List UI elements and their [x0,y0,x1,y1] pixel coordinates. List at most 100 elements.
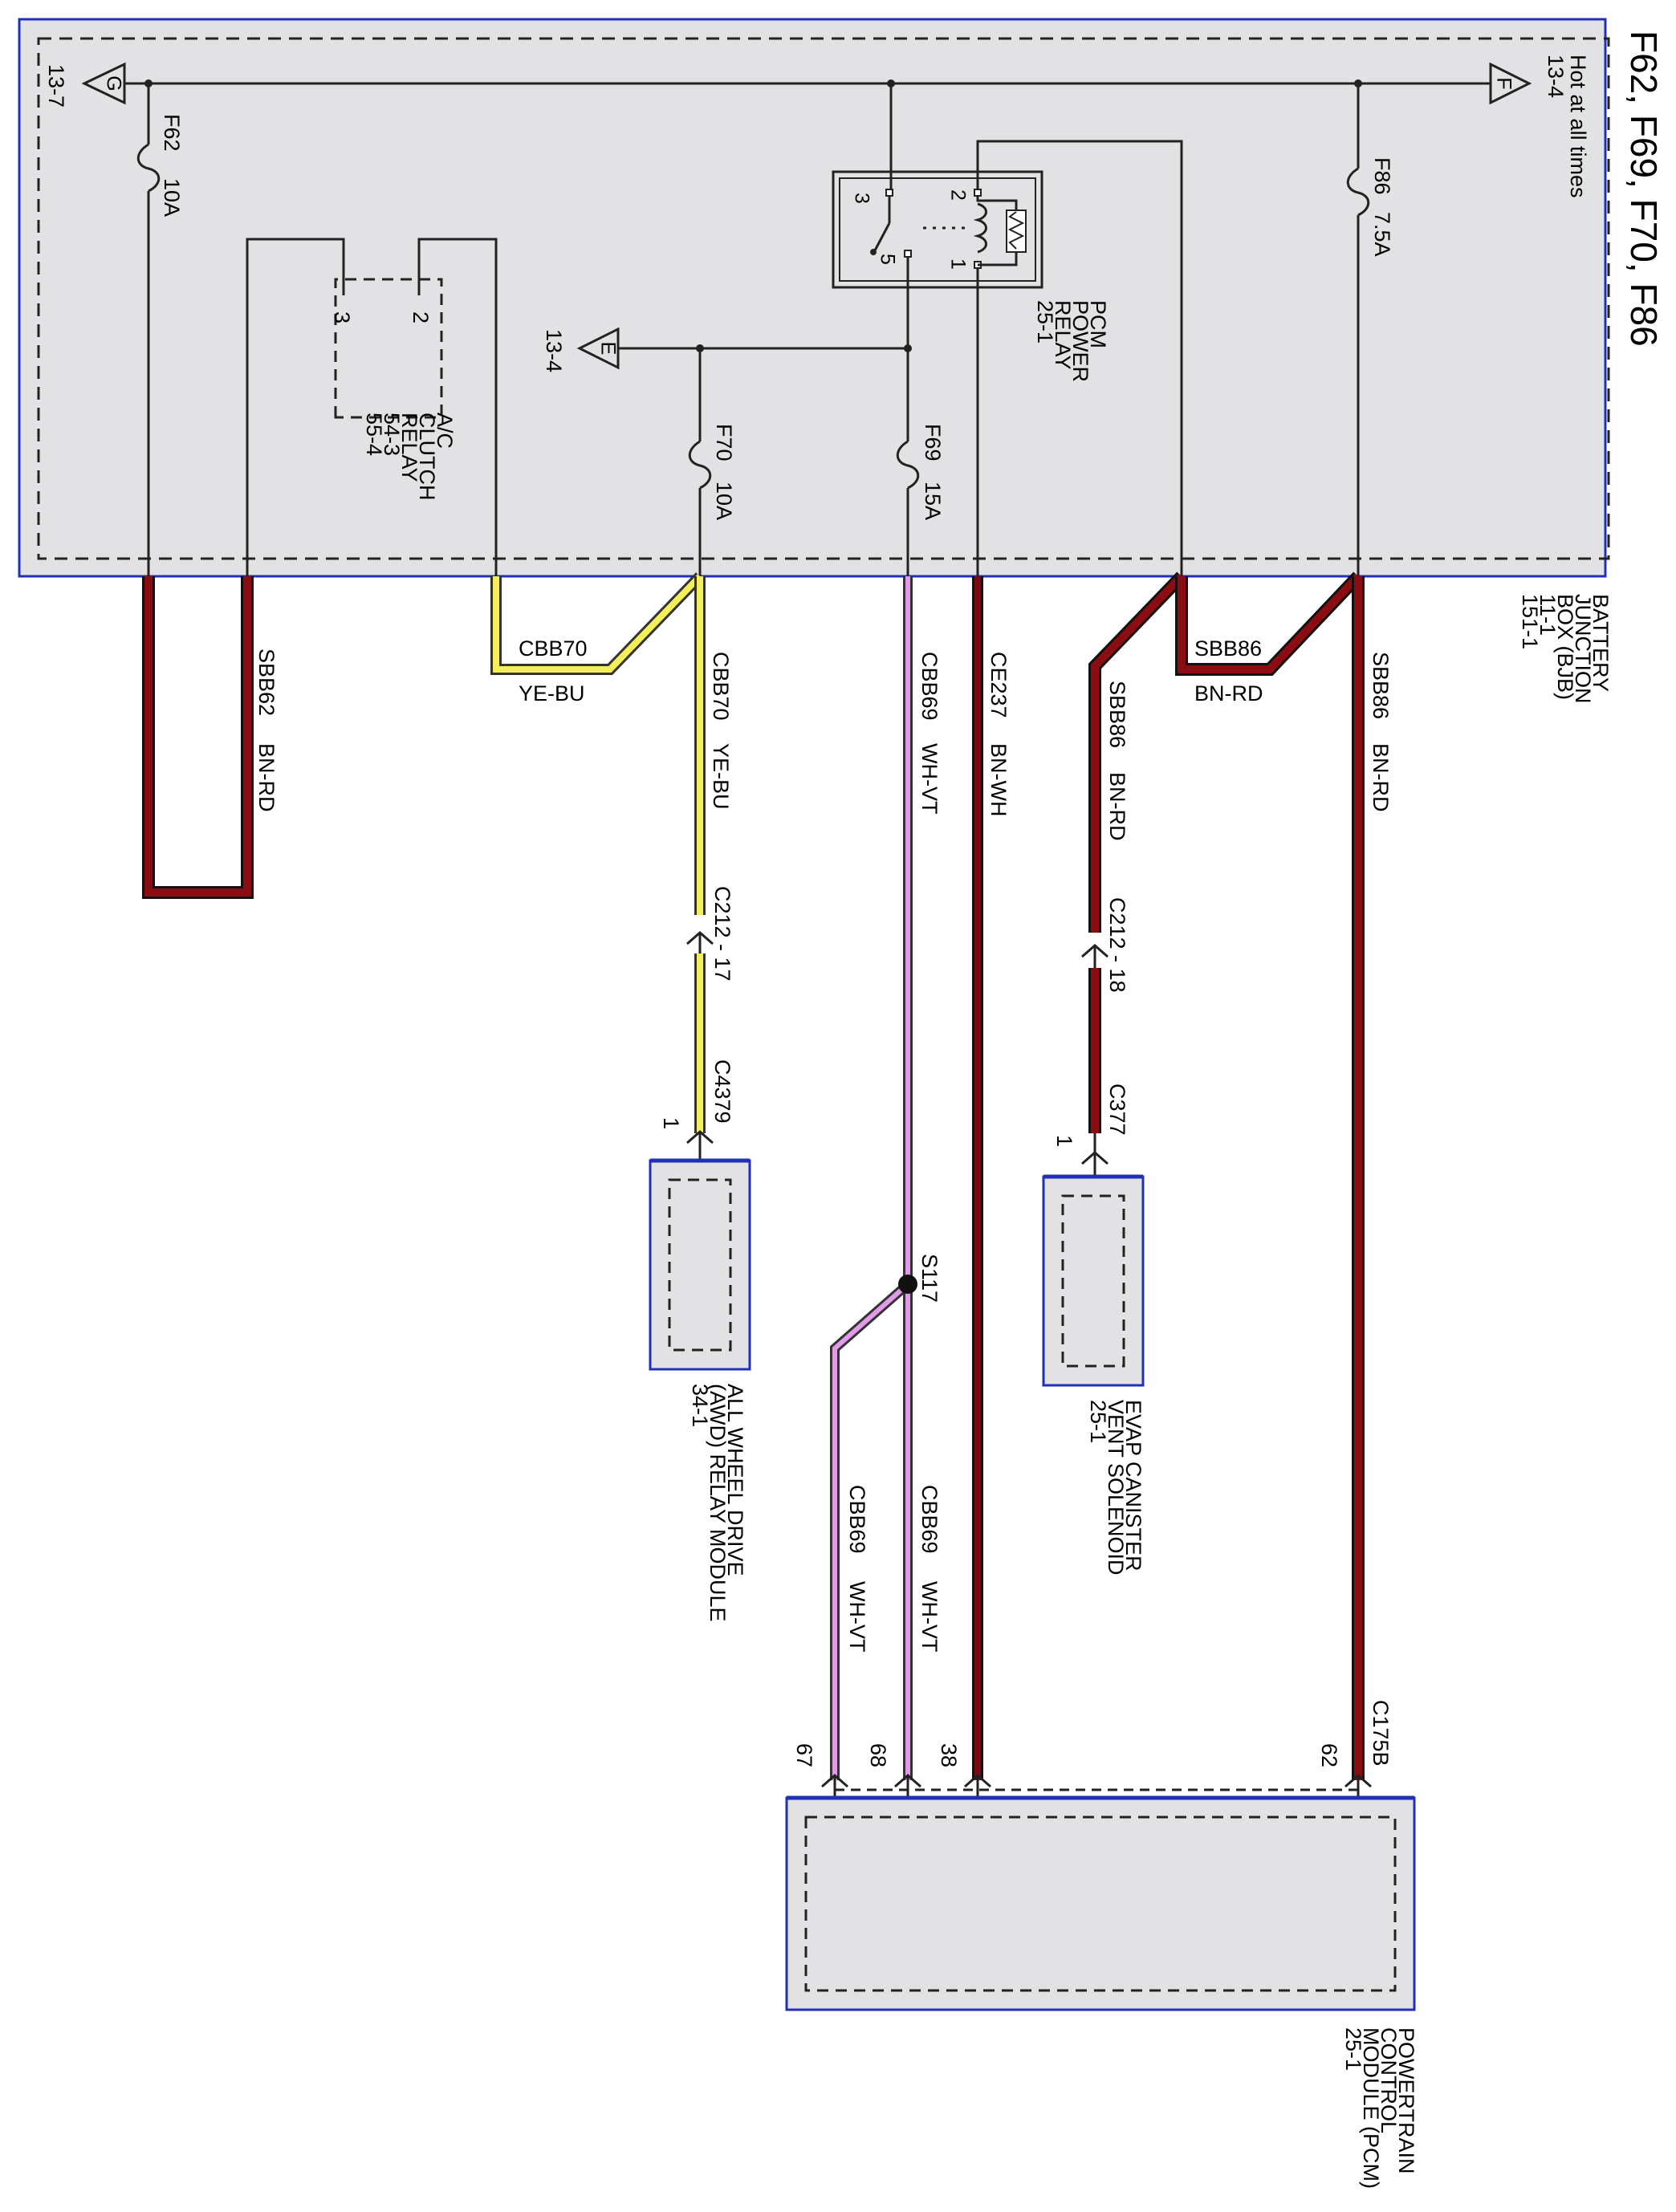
pcm-pin-38: 38 [937,1743,961,1767]
fuse-icon [896,440,920,490]
f69-id: F69 [921,424,945,462]
wire-cbb70-upper-fill [493,574,702,673]
wire-cbb70-h-circuit: CBB70 [519,636,588,661]
fuse-icon [1346,167,1370,217]
bjb-name-line-2: JUNCTION [1571,594,1595,704]
wire-sbb86-jumper: SBB86 BN-RD [1175,571,1363,705]
pcm-module-box [785,1796,1416,2011]
wire-cbb69-color: WH-VT [917,743,942,814]
pcm-relay-line-2: POWER [1068,300,1092,382]
bus-ref-e-text: 13-4 [542,329,566,372]
ac-clutch-relay: 3 2 A/C CLUTCH RELAY 54-3 55-4 [246,238,498,576]
hot-at-all-times: Hot at all times [1566,55,1590,198]
fuse-f62: F62 10A [136,83,184,576]
bjb-name-line-4: 11-1 [1536,594,1560,636]
connector-c212-17: C212 - 17 [686,886,734,982]
ac-relay-box [334,278,443,419]
evap-module-dashed [1061,1194,1125,1368]
ac-relay-line-2: CLUTCH [415,413,439,501]
bus-ref-f: F 13-4 Hot at all times [1489,55,1590,198]
page-title: F62, F69, F70, F86 [1623,30,1665,347]
connector-c4379-label: C4379 [710,1059,734,1124]
wire-cbb69-lower-color: WH-VT [917,1581,942,1652]
wire-cbb70-v-circuit: CBB70 [709,652,733,721]
wire-ce237-color: BN-WH [986,743,1011,816]
wire-sbb62-outline [142,576,254,899]
wire-sbb62-circuit: SBB62 [254,649,279,716]
splice-s117-dot [898,1275,917,1294]
wire-sbb86-pcm: SBB86 BN-RD [1352,576,1393,1780]
pcm-pin-67: 67 [792,1743,816,1767]
wire-ce237-circuit: CE237 [986,652,1011,718]
evap-line-1: EVAP CANISTER [1121,1400,1145,1572]
relay-pin-1: 1 [946,258,969,270]
fuse-icon [136,143,161,193]
awd-module-box [649,1159,751,1371]
ac-relay-line-5: 55-4 [362,413,386,456]
pcm-relay-box-inner [839,177,1036,282]
f70-rating: 10A [712,482,736,520]
ac-relay-line-1: A/C [433,413,457,449]
pcm-power-relay: 3 2 5 1 PCM POWER RELAY 25-1 [832,83,1183,576]
bjb-inner-dashed [37,37,1610,560]
connector-c377-label: C377 [1105,1084,1129,1136]
ac-relay-wire-2 [417,238,498,576]
awd-line-3: 34-1 [688,1384,712,1427]
f62-rating: 10A [160,178,184,217]
bus-ref-g-text: 13-7 [44,64,68,108]
wire-sbb62-fill [144,576,251,897]
f69-rating: 15A [921,482,945,520]
wire-cbb70: CBB70 YE-BU CBB70 YE-BU [490,572,733,1133]
pcm-module-dashed [804,1816,1397,1992]
bus-letter-g: G [102,75,124,91]
relay-switch-contact [870,249,877,255]
f62-id: F62 [160,114,184,152]
ac-relay-pin-2: 2 [409,311,433,323]
pcm-line-3: MODULE (PCM) [1359,2027,1383,2189]
connector-c212-17-label: C212 - 17 [710,886,734,982]
triangle-f-icon [1489,62,1532,105]
ac-relay-pin-3: 3 [330,311,354,323]
relay-coil-bypass [976,196,1018,266]
wire-sbb86-evap-outline [1088,571,1186,933]
bus-letter-e: E [596,342,619,356]
fuse-icon [688,440,712,490]
connector-c4379-pin: 1 [659,1117,683,1129]
evap-module-box [1042,1175,1145,1387]
wire-sbb86-evap-fill [1091,573,1185,933]
battery-junction-box [18,18,1610,578]
wire-sbb86-pcm-color: BN-RD [1369,743,1393,812]
f86-id: F86 [1370,157,1394,195]
connector-c175b-label: C175B [1369,1700,1393,1767]
connector-c212-18: C212 - 18 [1081,897,1129,993]
relay-pin-5: 5 [876,254,898,265]
awd-module-dashed [668,1178,732,1352]
bus-letter-f: F [1492,77,1515,89]
bus-ref-e: E 13-4 [542,327,912,372]
wire-cbb69-lower-circuit: CBB69 [917,1485,942,1554]
pcm-module: C175B 62 38 68 67 POWERTRAIN CONTROL MOD… [785,1700,1418,2189]
pcm-relay-line-3: RELAY [1051,300,1075,370]
evap-line-2: VENT SOLENOID [1104,1400,1128,1576]
pcm-line-1: POWERTRAIN [1394,2027,1418,2174]
fuse-f70: F70 10A [688,348,736,576]
wire-sbb62: SBB62 BN-RD [142,576,279,899]
wire-sbb86-evap-circuit: SBB86 [1105,681,1129,748]
relay-pin-5-marker [904,250,912,258]
relay-switch-blade [873,222,891,251]
wire-cbb69-branch-color: WH-VT [845,1581,869,1652]
splice-s117-label: S117 [917,1254,942,1303]
evap-line-3: 25-1 [1086,1400,1110,1443]
ac-relay-wire-3 [246,238,345,576]
relay-coil-icon [973,202,987,254]
bjb-frame [18,18,1607,578]
wire-sbb86-pcm-circuit: SBB86 [1369,652,1393,719]
bjb-name-line-5: 151-1 [1518,594,1542,649]
bjb-name-line-1: BATTERY [1589,594,1613,692]
f86-rating: 7.5A [1370,212,1394,257]
awd-relay-module: C4379 1 ALL WHEEL DRIVE (AWD) RELAY MODU… [649,1059,751,1622]
connector-c212-18-label: C212 - 18 [1105,897,1129,993]
ac-relay-line-3: RELAY [397,413,421,482]
relay-pin-2: 2 [946,189,969,201]
bus-ref-g: G 13-7 [44,62,148,108]
